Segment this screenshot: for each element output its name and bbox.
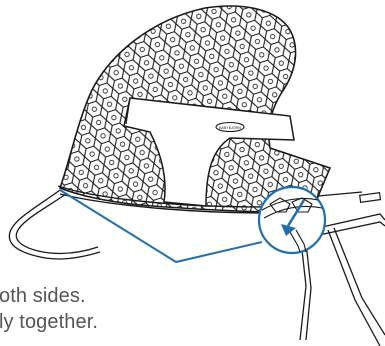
instruction-line-2: ly together.: [0, 311, 99, 333]
press-arrow-icon: [286, 199, 306, 227]
instruction-line-1: oth sides.: [0, 285, 86, 307]
callout-leader-line: [59, 189, 263, 264]
svg-text:BABYBJÖRN: BABYBJÖRN: [219, 126, 241, 130]
harness-panel: BABYBJÖRN: [123, 97, 295, 207]
brand-logo: BABYBJÖRN: [215, 121, 245, 133]
zoom-callout-circle: [257, 185, 327, 255]
